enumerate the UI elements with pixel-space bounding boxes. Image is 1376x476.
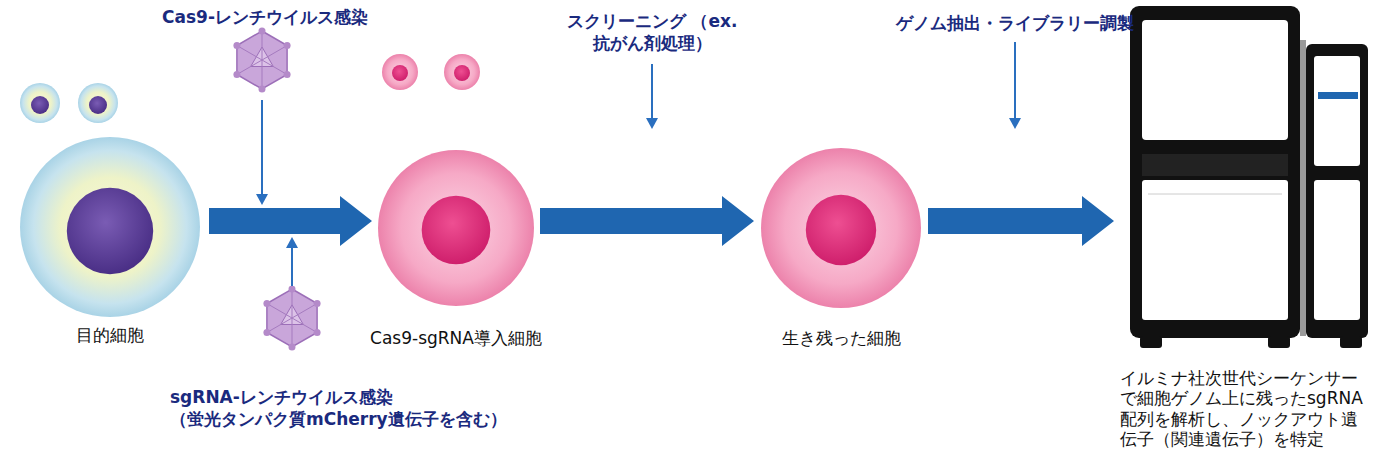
step-label: sgRNA-レンチウイルス感染 （蛍光タンパク質mCherry遺伝子を含む） bbox=[170, 386, 525, 430]
step-label: スクリーニング （ex. 抗がん剤処理） bbox=[562, 10, 742, 54]
cell-caption: Cas9-sgRNA導入細胞 bbox=[370, 328, 542, 349]
flow-arrow bbox=[540, 196, 754, 246]
lentivirus: Cas9-レンチウイルス感染 bbox=[130, 6, 400, 96]
sequencer: イルミナ社次世代シーケンサーで細胞ゲノム上に残ったsgRNA配列を解析し、ノック… bbox=[1118, 4, 1372, 472]
flow-arrow bbox=[209, 196, 372, 246]
cell-caption: 目的細胞 bbox=[76, 325, 144, 346]
step-label: Cas9-レンチウイルス感染 bbox=[130, 6, 400, 28]
surviving-cell: 生き残った細胞 bbox=[758, 146, 924, 350]
edited-cell: Cas9-sgRNA導入細胞 bbox=[376, 148, 536, 348]
flow-arrow bbox=[928, 196, 1114, 246]
sequencer-description: イルミナ社次世代シーケンサーで細胞ゲノム上に残ったsgRNA配列を解析し、ノック… bbox=[1120, 368, 1370, 450]
lentivirus: sgRNA-レンチウイルス感染 （蛍光タンパク質mCherry遺伝子を含む） bbox=[160, 286, 530, 446]
surviving-cell-illustration bbox=[758, 146, 924, 350]
target-cell: 目的細胞 bbox=[15, 135, 205, 350]
cell-caption: 生き残った細胞 bbox=[782, 328, 901, 349]
step-label: ゲノム抽出・ライブラリー調製 bbox=[855, 12, 1175, 34]
edited-cell-illustration bbox=[376, 148, 536, 348]
target-cell-illustration bbox=[15, 135, 205, 350]
